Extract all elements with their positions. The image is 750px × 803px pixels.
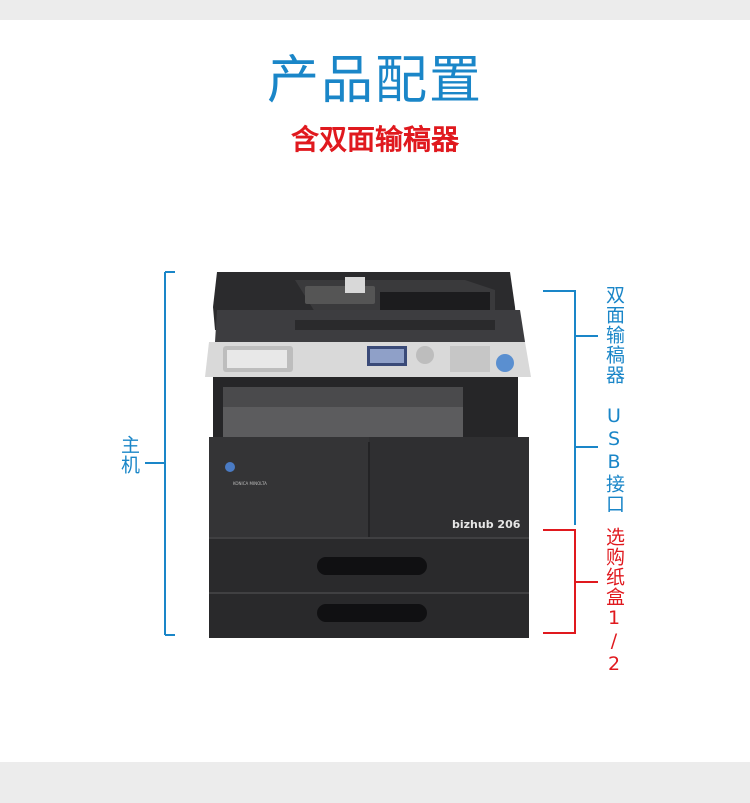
paper-tray-bracket [543,529,598,634]
feeder-usb-bracket [543,290,598,525]
duplex-feeder-label: 双面输稿器 [603,285,625,385]
page-subtitle: 含双面输稿器 [290,123,459,156]
copier-image: KONICA MINOLTA bizhub 206 [205,272,531,638]
main-unit-bracket [145,271,175,636]
model-logo: bizhub 206 [452,518,521,531]
page-title: 产品配置 [266,51,483,111]
paper-tray-label: 选购纸盒1/2 [603,527,625,676]
usb-port-label: USB接口 [603,405,625,514]
main-unit-label: 主机 [118,435,140,475]
brand-logo: KONICA MINOLTA [233,481,267,486]
